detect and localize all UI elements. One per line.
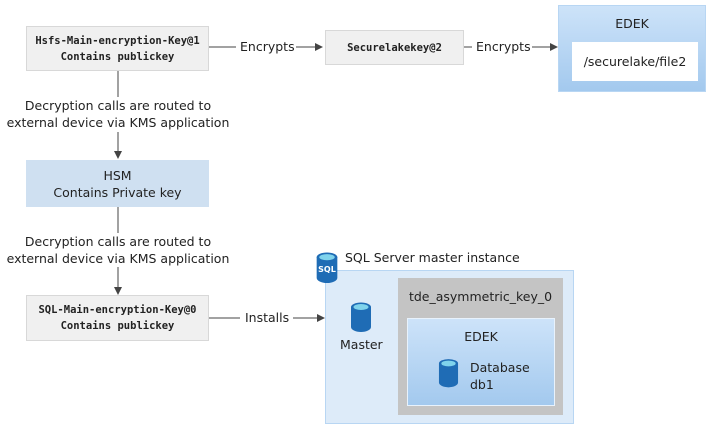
asymmetric-key-label: tde_asymmetric_key_0 — [408, 289, 553, 304]
edek-top-title: EDEK — [615, 16, 649, 31]
installs-label: Installs — [245, 310, 290, 325]
master-db-icon — [350, 302, 372, 332]
database-icon — [438, 358, 459, 388]
hsm-desc: Contains Private key — [53, 184, 182, 200]
routing-1-line2: external device via KMS application — [6, 115, 230, 130]
routing-label-2: Decryption calls are routed to external … — [0, 233, 236, 267]
master-label: Master — [340, 337, 383, 352]
securelake-key-name: Securelakekey@2 — [347, 41, 442, 54]
edek-db-title: EDEK — [464, 329, 498, 344]
sql-key-desc: Contains publickey — [60, 320, 175, 332]
sql-server-icon: SQL — [315, 252, 339, 283]
hsfs-key-name: Hsfs-Main-encryption-Key@1 — [35, 34, 200, 47]
asymmetric-key-box: tde_asymmetric_key_0 EDEK Database db1 — [398, 278, 563, 415]
sql-key-box: SQL-Main-encryption-Key@0 Contains publi… — [26, 295, 209, 341]
routing-2-line2: external device via KMS application — [6, 251, 230, 266]
sql-key-name: SQL-Main-encryption-Key@0 — [38, 304, 197, 316]
edek-db-box: EDEK Database db1 — [407, 318, 555, 406]
routing-label-1: Decryption calls are routed to external … — [0, 97, 236, 131]
hsfs-key-box: Hsfs-Main-encryption-Key@1 Contains publ… — [26, 26, 209, 71]
hsm-title: HSM — [103, 167, 132, 183]
routing-1-line1: Decryption calls are routed to — [24, 98, 212, 113]
encrypts-label-2: Encrypts — [476, 39, 531, 54]
database-label: Database db1 — [470, 360, 530, 392]
hsm-box: HSM Contains Private key — [26, 160, 209, 207]
sql-instance-title: SQL Server master instance — [345, 250, 520, 265]
hsfs-key-desc: Contains publickey — [60, 50, 175, 63]
edek-file-path: /securelake/file2 — [572, 42, 698, 81]
securelake-key-box: Securelakekey@2 — [325, 30, 464, 65]
edek-top-box: EDEK /securelake/file2 — [558, 5, 706, 92]
encrypts-label-1: Encrypts — [240, 39, 295, 54]
routing-2-line1: Decryption calls are routed to — [24, 234, 212, 249]
